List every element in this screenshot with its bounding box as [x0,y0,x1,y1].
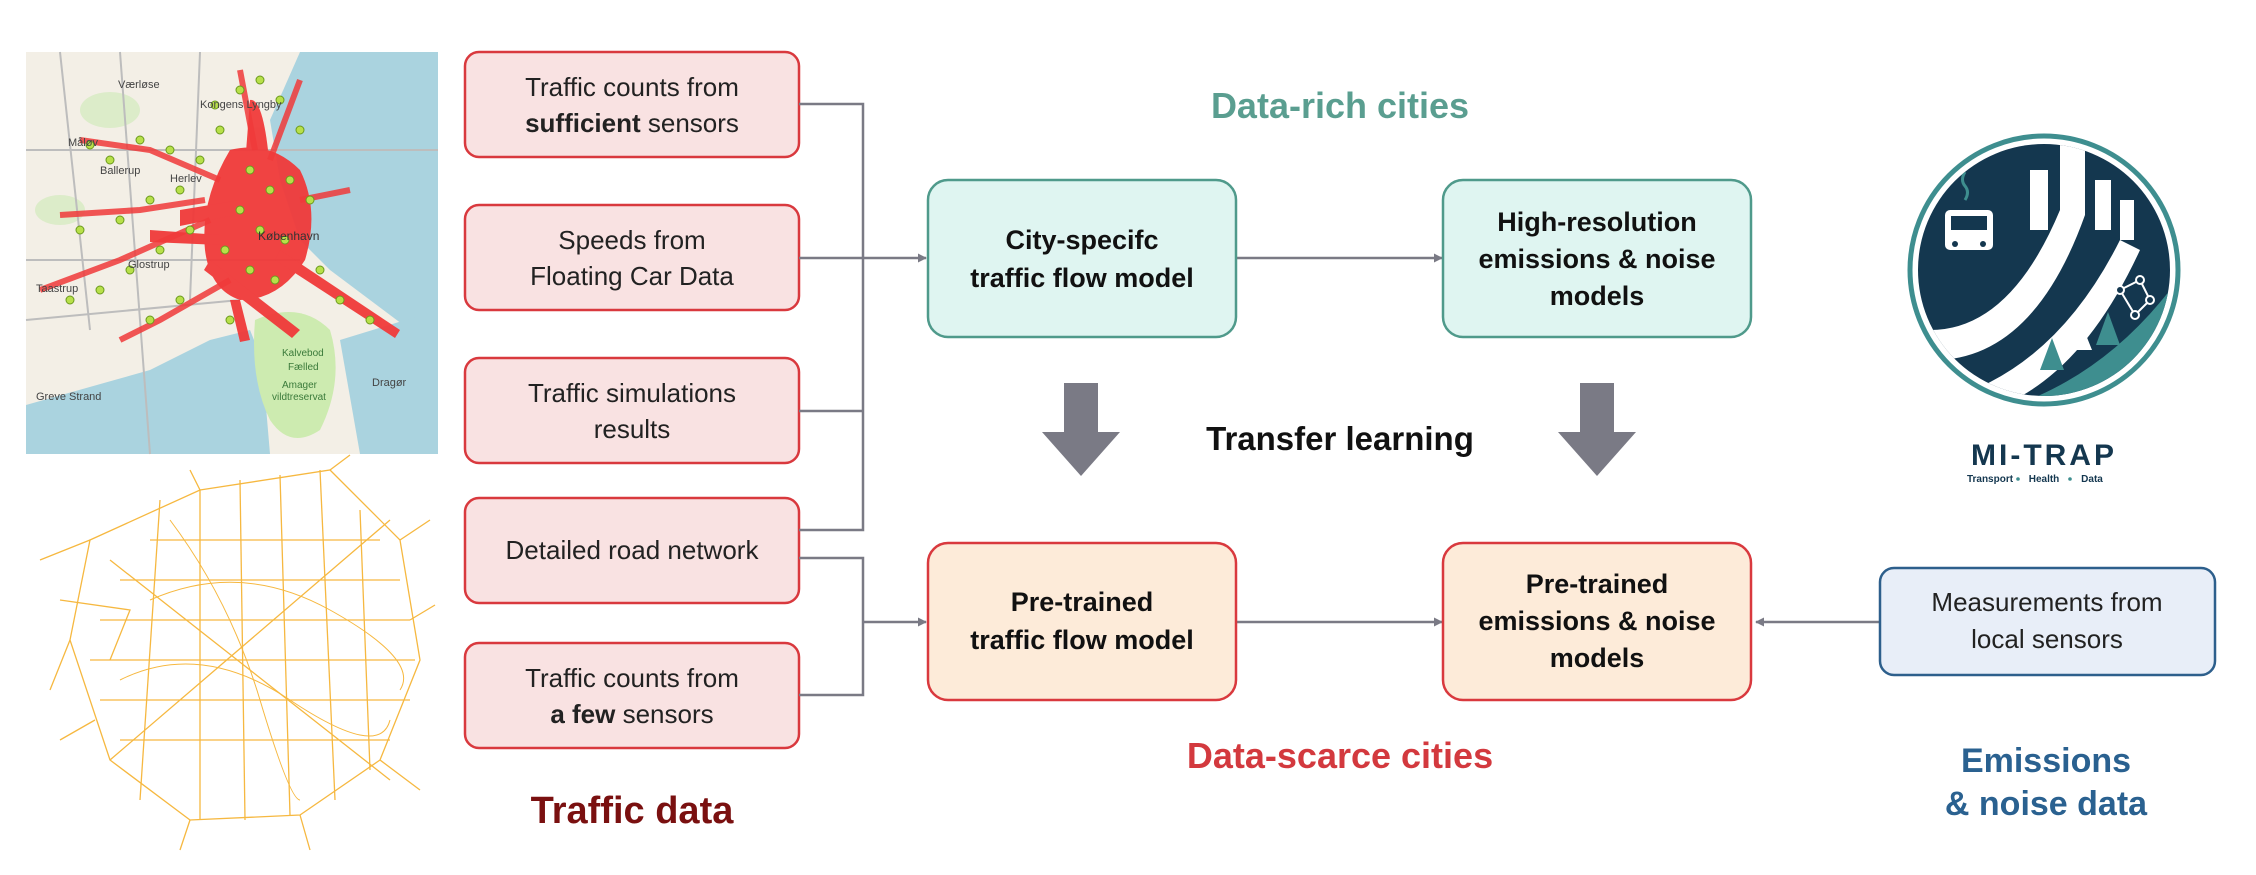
input-box-sufficient-sensors: Traffic counts from sufficient sensors [463,50,801,159]
map-label-kongens-lyngby: Kongens Lyngby [200,99,282,111]
model-box-city-specific: City-specifc traffic flow model [926,178,1238,339]
map-label-vaerlose: Værløse [118,79,160,91]
emissions-label-line1: Emissions [1961,742,2131,780]
pretrained-emis-line3: models [1550,643,1645,673]
input-1-line1: Traffic counts from [525,72,739,102]
high-res-line2: emissions & noise [1478,244,1715,274]
high-res-line1: High-resolution [1497,207,1696,237]
measurements-line2: local sensors [1971,624,2123,654]
data-scarce-label: Data-scarce cities [1187,735,1493,776]
city-specific-line2: traffic flow model [970,263,1194,293]
input-box-traffic-simulations: Traffic simulations results [463,356,801,465]
input-box-few-sensors: Traffic counts from a few sensors [463,641,801,750]
traffic-data-label: Traffic data [531,790,735,832]
map-label-faelled: Fælled [288,362,319,373]
logo-tag-transport: Transport [1967,474,2014,485]
svg-text:sufficient sensors: sufficient sensors [525,108,739,138]
pretrained-flow-line1: Pre-trained [1011,587,1154,617]
input-2-line2: Floating Car Data [530,261,734,291]
pretrained-emis-line2: emissions & noise [1478,606,1715,636]
transfer-learning-label: Transfer learning [1206,420,1474,457]
connectors [799,102,1879,697]
mi-trap-logo: MI-TRAP Transport Health Data [1907,133,2181,485]
emissions-label-line2: & noise data [1945,785,2148,823]
pretrained-emis-line1: Pre-trained [1526,569,1669,599]
logo-tag-data: Data [2081,474,2103,485]
map-label-dragor: Dragør [372,377,407,389]
input-1-rest: sensors [641,108,739,138]
input-box-floating-car-data: Speeds from Floating Car Data [463,203,801,312]
pretrained-flow-line2: traffic flow model [970,625,1194,655]
transfer-arrow-left [1042,383,1120,476]
model-box-pretrained-emissions: Pre-trained emissions & noise models [1441,541,1753,702]
map-label-ballerup: Ballerup [100,165,140,177]
map-label-amager: Amager [282,380,318,391]
traffic-input-boxes: Traffic counts from sufficient sensors S… [463,50,801,750]
svg-text:a few sensors: a few sensors [550,699,713,729]
map-label-greve-strand: Greve Strand [36,391,101,403]
model-box-high-resolution: High-resolution emissions & noise models [1441,178,1753,339]
high-res-line3: models [1550,281,1645,311]
logo-tag-health: Health [2029,474,2060,485]
map-label-kalvebod: Kalvebod [282,348,324,359]
map-label-glostrup: Glostrup [128,259,170,271]
input-5-bold: a few [550,699,616,729]
map-label-taastrup: Taastrup [36,283,78,295]
map-label-malov: Måløv [68,137,98,149]
input-1-bold: sufficient [525,108,641,138]
input-3-line2: results [594,414,671,444]
measurements-line1: Measurements from [1931,587,2162,617]
model-box-pretrained-flow: Pre-trained traffic flow model [926,541,1238,702]
map-label-vildtreservat: vildtreservat [272,392,326,403]
logo-name: MI-TRAP [1971,439,2117,472]
map-label-kobenhavn: København [258,229,319,243]
input-2-line1: Speeds from [558,225,705,255]
city-specific-line1: City-specifc [1005,225,1158,255]
input-5-rest: sensors [615,699,713,729]
road-network-map [39,454,436,851]
map-label-herlev: Herlev [170,173,202,185]
measurements-box: Measurements from local sensors [1878,566,2217,677]
data-rich-label: Data-rich cities [1211,85,1469,126]
copenhagen-traffic-map: Værløse Kongens Lyngby Måløv Ballerup He… [25,51,438,455]
transfer-arrow-right [1558,383,1636,476]
input-box-road-network: Detailed road network [463,496,801,605]
input-5-line1: Traffic counts from [525,663,739,693]
input-4-line1: Detailed road network [506,535,760,565]
input-3-line1: Traffic simulations [528,378,736,408]
